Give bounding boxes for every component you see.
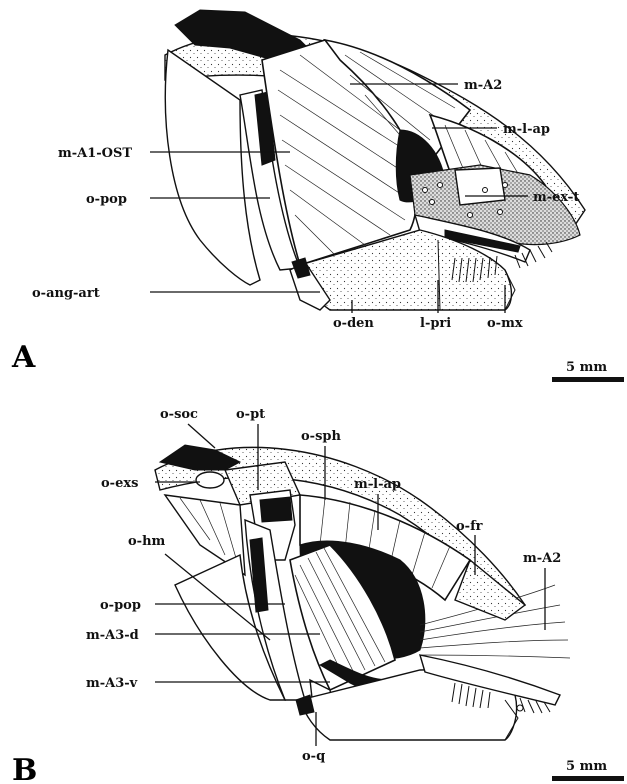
label-m-ex-t: m-ex-t (533, 190, 579, 205)
label-o-fr: o-fr (456, 519, 483, 534)
label-o-pop-b: o-pop (100, 598, 141, 613)
label-o-q: o-q (302, 749, 325, 764)
label-o-hm: o-hm (128, 534, 166, 549)
label-o-pt: o-pt (236, 407, 265, 422)
scale-bar-a: 5 mm (552, 360, 624, 382)
label-o-den: o-den (333, 316, 374, 331)
label-o-exs: o-exs (101, 476, 138, 491)
opercle-outline-a (165, 50, 260, 285)
label-m-l-ap-b: m-l-ap (354, 477, 401, 492)
label-m-a2-a: m-A2 (464, 78, 502, 93)
svg-text:5 mm: 5 mm (566, 360, 607, 375)
label-l-pri: l-pri (420, 316, 451, 331)
label-m-a3-d: m-A3-d (86, 628, 139, 643)
svg-text:5 mm: 5 mm (566, 759, 607, 774)
label-o-mx: o-mx (487, 316, 523, 331)
label-m-a1-ost: m-A1-OST (58, 146, 132, 161)
label-o-sph: o-sph (301, 429, 341, 444)
label-m-a2-b: m-A2 (523, 551, 561, 566)
label-o-ang-art: o-ang-art (32, 286, 100, 301)
panel-a-drawing (165, 10, 585, 310)
scale-bar-b: 5 mm (552, 759, 624, 781)
label-m-a3-v: m-A3-v (86, 676, 138, 691)
exoccipital-b (196, 472, 224, 488)
label-o-pop-a: o-pop (86, 192, 127, 207)
panel-letter-a: A (11, 340, 36, 375)
hyomandibula-dark-b (260, 497, 292, 522)
eye-block-a (455, 168, 505, 205)
label-m-l-ap-a: m-l-ap (503, 122, 550, 137)
label-o-soc: o-soc (160, 407, 198, 422)
panel-letter-b: B (12, 753, 37, 784)
